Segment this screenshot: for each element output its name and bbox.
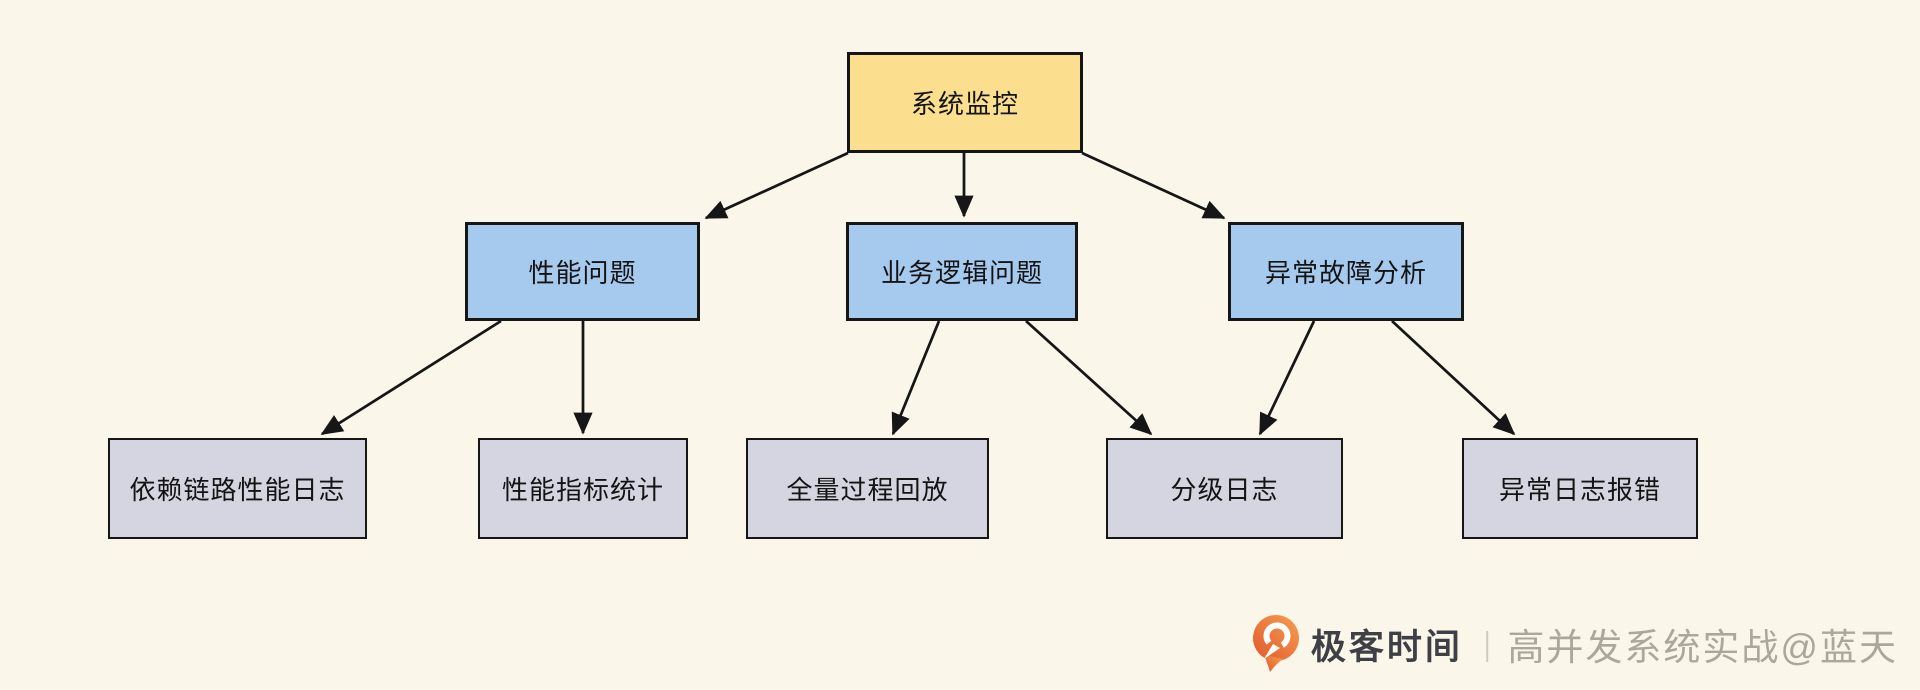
node-full-process-replay: 全量过程回放 bbox=[746, 438, 989, 539]
arrow-performance-to-dependency-log bbox=[320, 319, 502, 436]
node-label: 性能指标统计 bbox=[501, 475, 664, 505]
arrow-business-to-replay bbox=[891, 320, 941, 436]
node-label: 系统监控 bbox=[910, 89, 1019, 119]
arrow-exception-to-error-log bbox=[1391, 319, 1516, 436]
node-tiered-log: 分级日志 bbox=[1106, 438, 1343, 539]
node-label: 依赖链路性能日志 bbox=[129, 475, 346, 505]
arrow-exception-to-tiered-log bbox=[1258, 320, 1316, 436]
arrow-root-to-exception bbox=[1081, 151, 1226, 220]
node-label: 业务逻辑问题 bbox=[880, 258, 1043, 288]
arrow-root-to-performance bbox=[704, 151, 849, 220]
watermark-separator: | bbox=[1484, 625, 1491, 662]
geektime-logo-icon bbox=[1252, 615, 1299, 672]
credit-text: 高并发系统实战@蓝天 bbox=[1507, 627, 1898, 668]
brand-text: 极客时间 bbox=[1310, 627, 1463, 667]
node-exception-failure-analysis: 异常故障分析 bbox=[1228, 222, 1464, 321]
node-label: 性能问题 bbox=[528, 258, 637, 288]
node-label: 异常日志报错 bbox=[1498, 475, 1661, 505]
node-dependency-link-performance-log: 依赖链路性能日志 bbox=[108, 438, 367, 539]
arrow-business-to-tiered-log bbox=[1025, 319, 1153, 436]
watermark: 极客时间 | 高并发系统实战@蓝天 bbox=[1251, 614, 1898, 674]
node-label: 分级日志 bbox=[1170, 475, 1279, 505]
node-system-monitoring: 系统监控 bbox=[847, 52, 1083, 153]
node-exception-error-log: 异常日志报错 bbox=[1462, 438, 1698, 539]
node-label: 全量过程回放 bbox=[786, 475, 949, 505]
node-performance-metric-stats: 性能指标统计 bbox=[478, 438, 688, 539]
node-business-logic-issues: 业务逻辑问题 bbox=[846, 222, 1078, 321]
node-performance-issues: 性能问题 bbox=[465, 222, 700, 321]
node-label: 异常故障分析 bbox=[1264, 258, 1427, 288]
